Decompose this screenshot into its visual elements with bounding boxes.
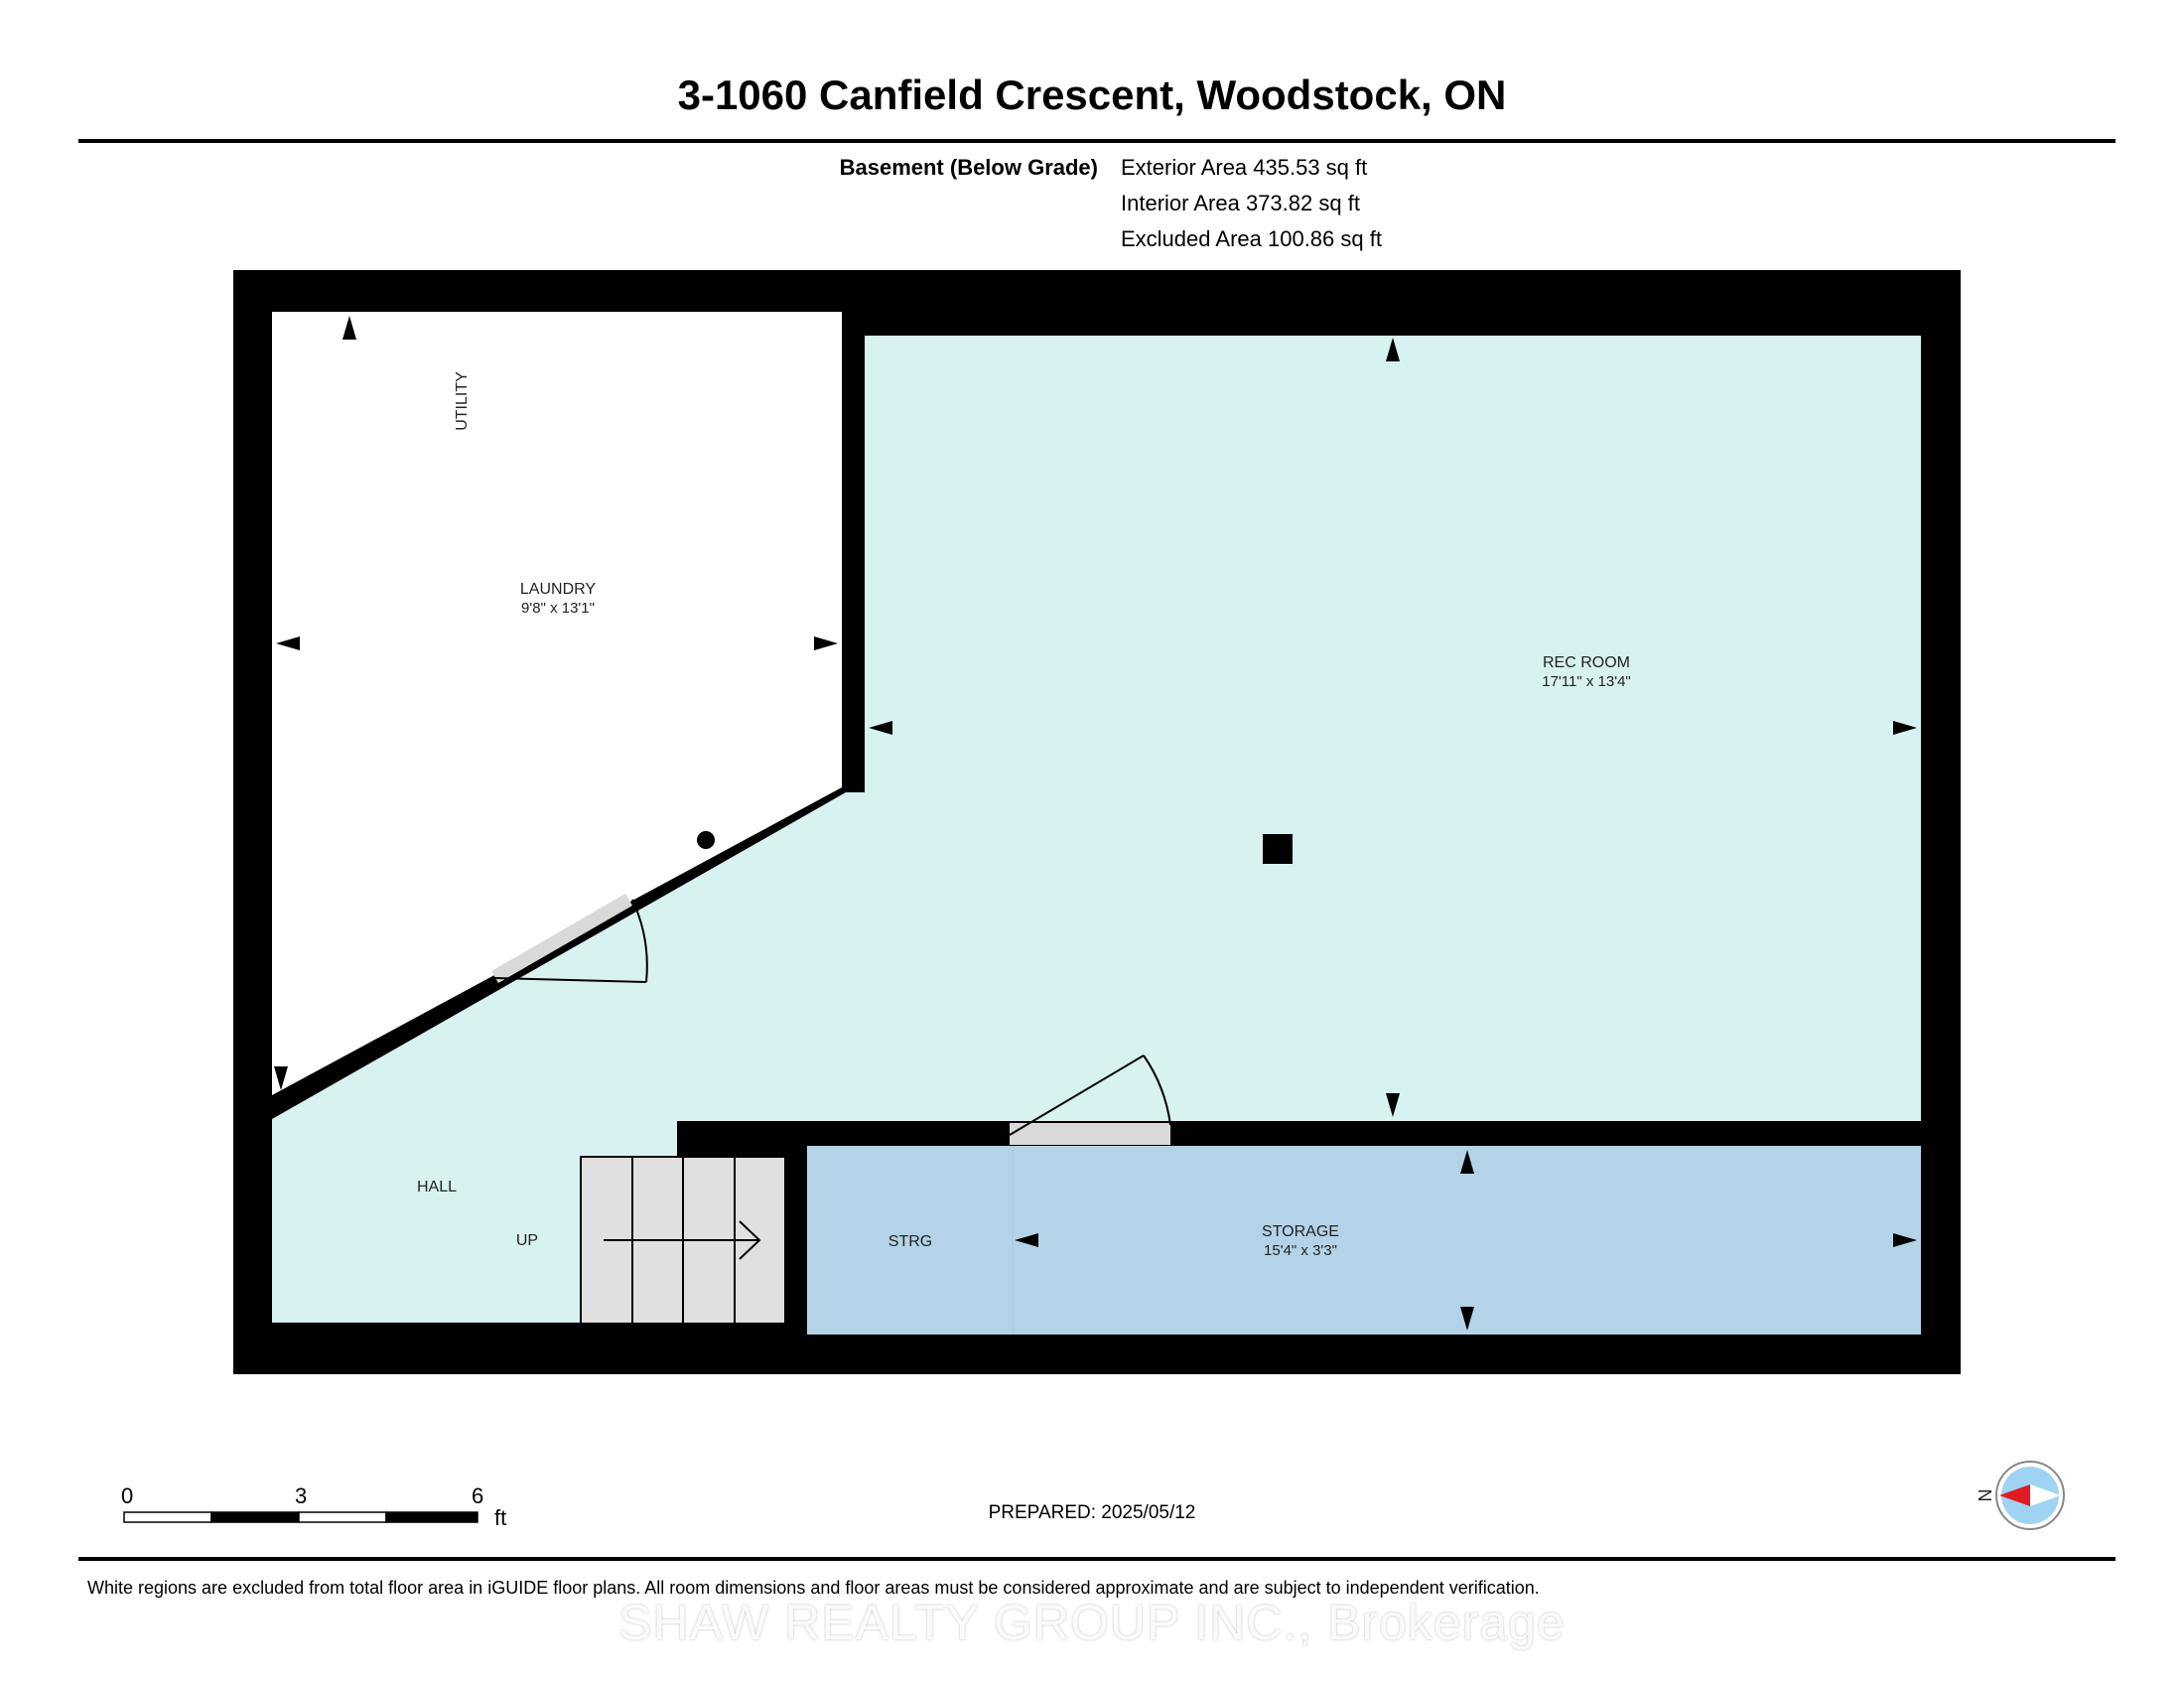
dimension-arrow <box>1460 1150 1474 1174</box>
page-title: 3-1060 Canfield Crescent, Woodstock, ON <box>677 71 1507 118</box>
scale-tick-6: 6 <box>472 1483 484 1508</box>
laundry-door-opening <box>491 894 632 983</box>
compass-north-label: N <box>1975 1489 1994 1502</box>
strg-label: STRG <box>888 1233 932 1250</box>
dimension-arrow <box>276 636 300 650</box>
dimension-arrow <box>1386 1093 1400 1117</box>
compass-icon: N <box>1975 1461 2065 1530</box>
dimension-arrow <box>814 636 838 650</box>
laundry-door-swing <box>493 899 648 983</box>
scale-tick-0: 0 <box>121 1483 134 1508</box>
storage-dims: 15'4" x 3'3" <box>1264 1242 1337 1259</box>
dimension-arrow <box>1893 721 1917 735</box>
dimension-arrow <box>869 721 892 735</box>
rec-room-dims: 17'11" x 13'4" <box>1542 673 1631 690</box>
rec-room-label: REC ROOM <box>1543 654 1630 671</box>
floor-drain <box>697 831 715 849</box>
storage-door-swing <box>1009 1055 1171 1136</box>
dimension-arrow <box>1893 1233 1917 1247</box>
dimension-arrow <box>342 316 356 340</box>
disclaimer-text: White regions are excluded from total fl… <box>87 1578 1540 1598</box>
dimension-arrow <box>1460 1307 1474 1331</box>
laundry-dims: 9'8" x 13'1" <box>521 600 595 617</box>
hall-label: HALL <box>417 1179 457 1196</box>
scale-bar-segment <box>385 1511 478 1523</box>
level-label: Basement (Below Grade) <box>839 155 1098 180</box>
dimension-arrow <box>1386 338 1400 361</box>
footer-rule <box>78 1557 2116 1561</box>
rec-room-floor <box>272 336 1921 1323</box>
stairs-up-label: UP <box>516 1232 538 1249</box>
interior-area: Interior Area 373.82 sq ft <box>1121 191 1360 215</box>
stair-arrow-head <box>739 1220 761 1260</box>
header-rule <box>78 139 2116 143</box>
excluded-area: Excluded Area 100.86 sq ft <box>1121 226 1382 251</box>
prepared-date: PREPARED: 2025/05/12 <box>988 1502 1196 1523</box>
storage-label: STORAGE <box>1262 1223 1339 1240</box>
storage-door-opening <box>1010 1123 1170 1145</box>
brokerage-watermark: SHAW REALTY GROUP INC., Brokerage <box>618 1595 1566 1650</box>
support-post <box>1263 834 1293 864</box>
scale-tick-3: 3 <box>295 1483 308 1508</box>
laundry-label: LAUNDRY <box>520 581 597 598</box>
dimension-arrow <box>274 1066 288 1090</box>
dimension-arrow <box>1015 1233 1038 1247</box>
laundry-floor <box>272 312 842 1095</box>
scale-unit: ft <box>494 1505 507 1530</box>
exterior-area: Exterior Area 435.53 sq ft <box>1121 155 1368 180</box>
utility-label: UTILITY <box>454 371 471 431</box>
storage-floor <box>807 1146 1921 1335</box>
